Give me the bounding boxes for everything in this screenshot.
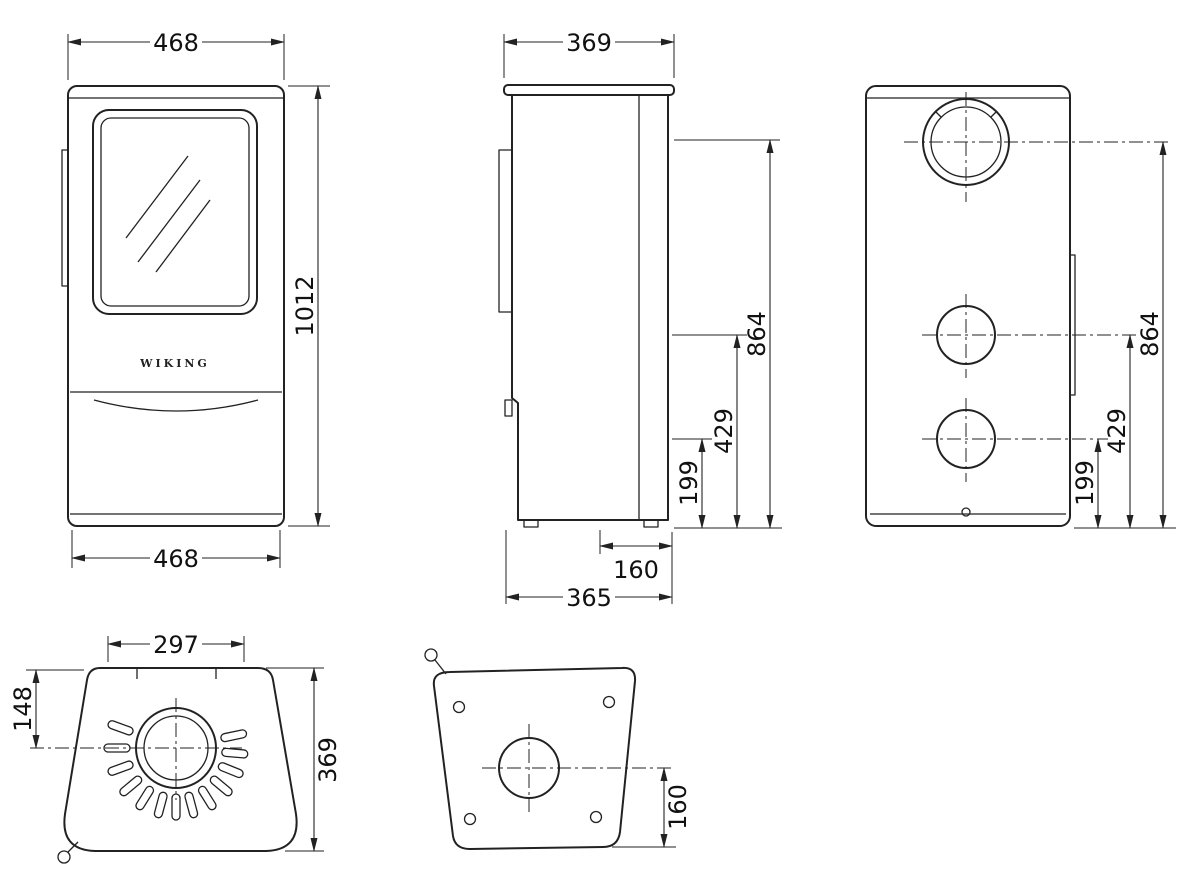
front-door-frame (92, 109, 258, 315)
dim-label-top-collar-width: 297 (153, 631, 199, 659)
dim-label-back-height-low: 199 (1071, 460, 1099, 506)
top-flue-collar (30, 698, 242, 800)
side-view: 369 199 429 864 160 365 (498, 27, 782, 612)
front-door-glass (100, 117, 250, 307)
side-handle-notch (504, 399, 513, 417)
dim-label-side-flue-to-back: 160 (613, 556, 659, 584)
dim-label-side-height-top: 864 (743, 311, 771, 357)
top-vent-slots (103, 720, 249, 821)
side-door-glass-profile (498, 149, 513, 313)
glass-reflection-lines (125, 155, 211, 273)
front-body-outline (67, 85, 285, 527)
dim-front-height: 1012 (288, 85, 330, 527)
dim-label-front-width-bottom: 468 (153, 545, 199, 573)
dim-side-heights: 199 429 864 (672, 139, 782, 529)
dim-front-width-top: 468 (67, 27, 285, 80)
dim-label-side-height-mid: 429 (710, 408, 738, 454)
flue-outlet-top (904, 92, 1172, 202)
bottom-bolt-holes (452, 695, 616, 826)
dim-top-collar-width: 297 (107, 629, 245, 662)
dim-label-front-width-top: 468 (153, 29, 199, 57)
dim-top-depth: 369 (266, 667, 342, 852)
dim-label-bottom-outlet-offset: 160 (664, 784, 692, 830)
ash-lever-top-view (57, 841, 79, 864)
front-handle-groove (93, 399, 259, 412)
dim-label-side-depth-bottom: 365 (566, 584, 612, 612)
front-hinge-strip (61, 149, 69, 287)
back-view: 199 429 864 (865, 85, 1176, 529)
bottom-plate-outline (432, 666, 637, 850)
top-view: 297 148 369 (9, 629, 342, 864)
bottom-outlet-hole (482, 724, 674, 812)
side-foot-back (643, 519, 659, 528)
dim-label-side-height-low: 199 (675, 460, 703, 506)
side-body-outline (511, 94, 669, 521)
flue-outlet-mid (922, 294, 1140, 378)
dim-label-back-height-top: 864 (1136, 311, 1164, 357)
dim-top-collar-offset: 148 (9, 669, 84, 749)
dim-bottom-outlet-offset: 160 (612, 767, 692, 848)
dim-label-side-depth-top: 369 (566, 29, 612, 57)
dim-label-front-height: 1012 (291, 275, 319, 336)
dim-side-depth-top: 369 (503, 27, 675, 78)
dim-front-width-bottom: 468 (71, 530, 281, 573)
dim-label-top-collar-offset: 148 (9, 686, 37, 732)
dim-back-heights: 199 429 864 (1071, 141, 1176, 529)
ash-lever-bottom-view (424, 648, 447, 675)
dim-label-top-depth: 369 (314, 737, 342, 783)
flue-outlet-low (922, 398, 1108, 482)
dim-side-depths-bottom: 160 365 (505, 530, 673, 612)
dim-label-back-height-mid: 429 (1103, 408, 1131, 454)
bottom-view: 160 (424, 648, 692, 850)
back-hinge-strip (1069, 254, 1076, 396)
side-top-plate (503, 84, 675, 96)
front-view: WIKING 468 1012 468 (61, 27, 330, 573)
back-small-hole (961, 507, 971, 517)
brand-logo: WIKING (139, 357, 210, 370)
top-plate-outline (63, 667, 298, 852)
side-foot-front (523, 519, 539, 528)
